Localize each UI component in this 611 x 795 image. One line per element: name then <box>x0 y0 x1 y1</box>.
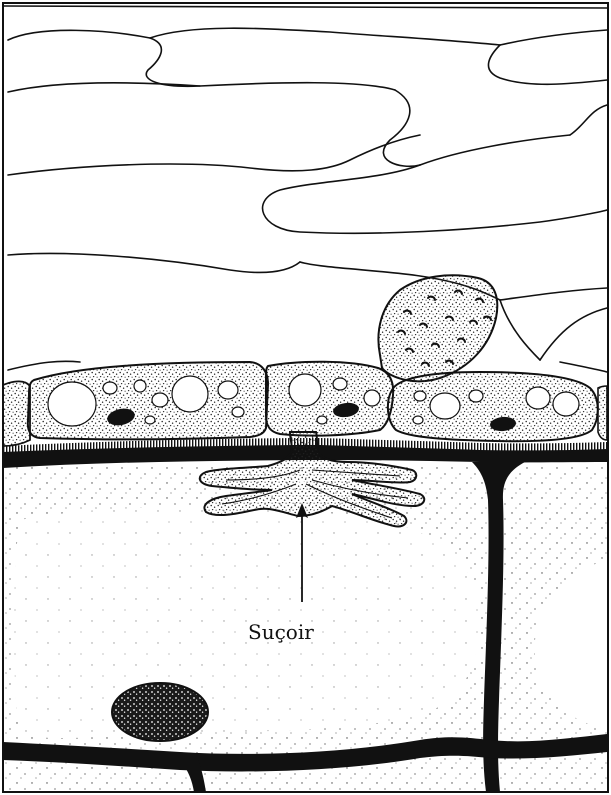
fungal-cells <box>3 275 607 446</box>
fungal-cell-left-edge <box>3 381 30 446</box>
haustorium-center <box>300 480 304 484</box>
host-nucleus <box>112 683 208 741</box>
cuticle-plates <box>3 6 607 372</box>
haustorium-label: Suçoir <box>248 620 314 644</box>
host-vacuole-left-inner <box>14 507 480 738</box>
fungal-cell-right-edge <box>598 386 607 440</box>
conidium <box>378 275 497 381</box>
